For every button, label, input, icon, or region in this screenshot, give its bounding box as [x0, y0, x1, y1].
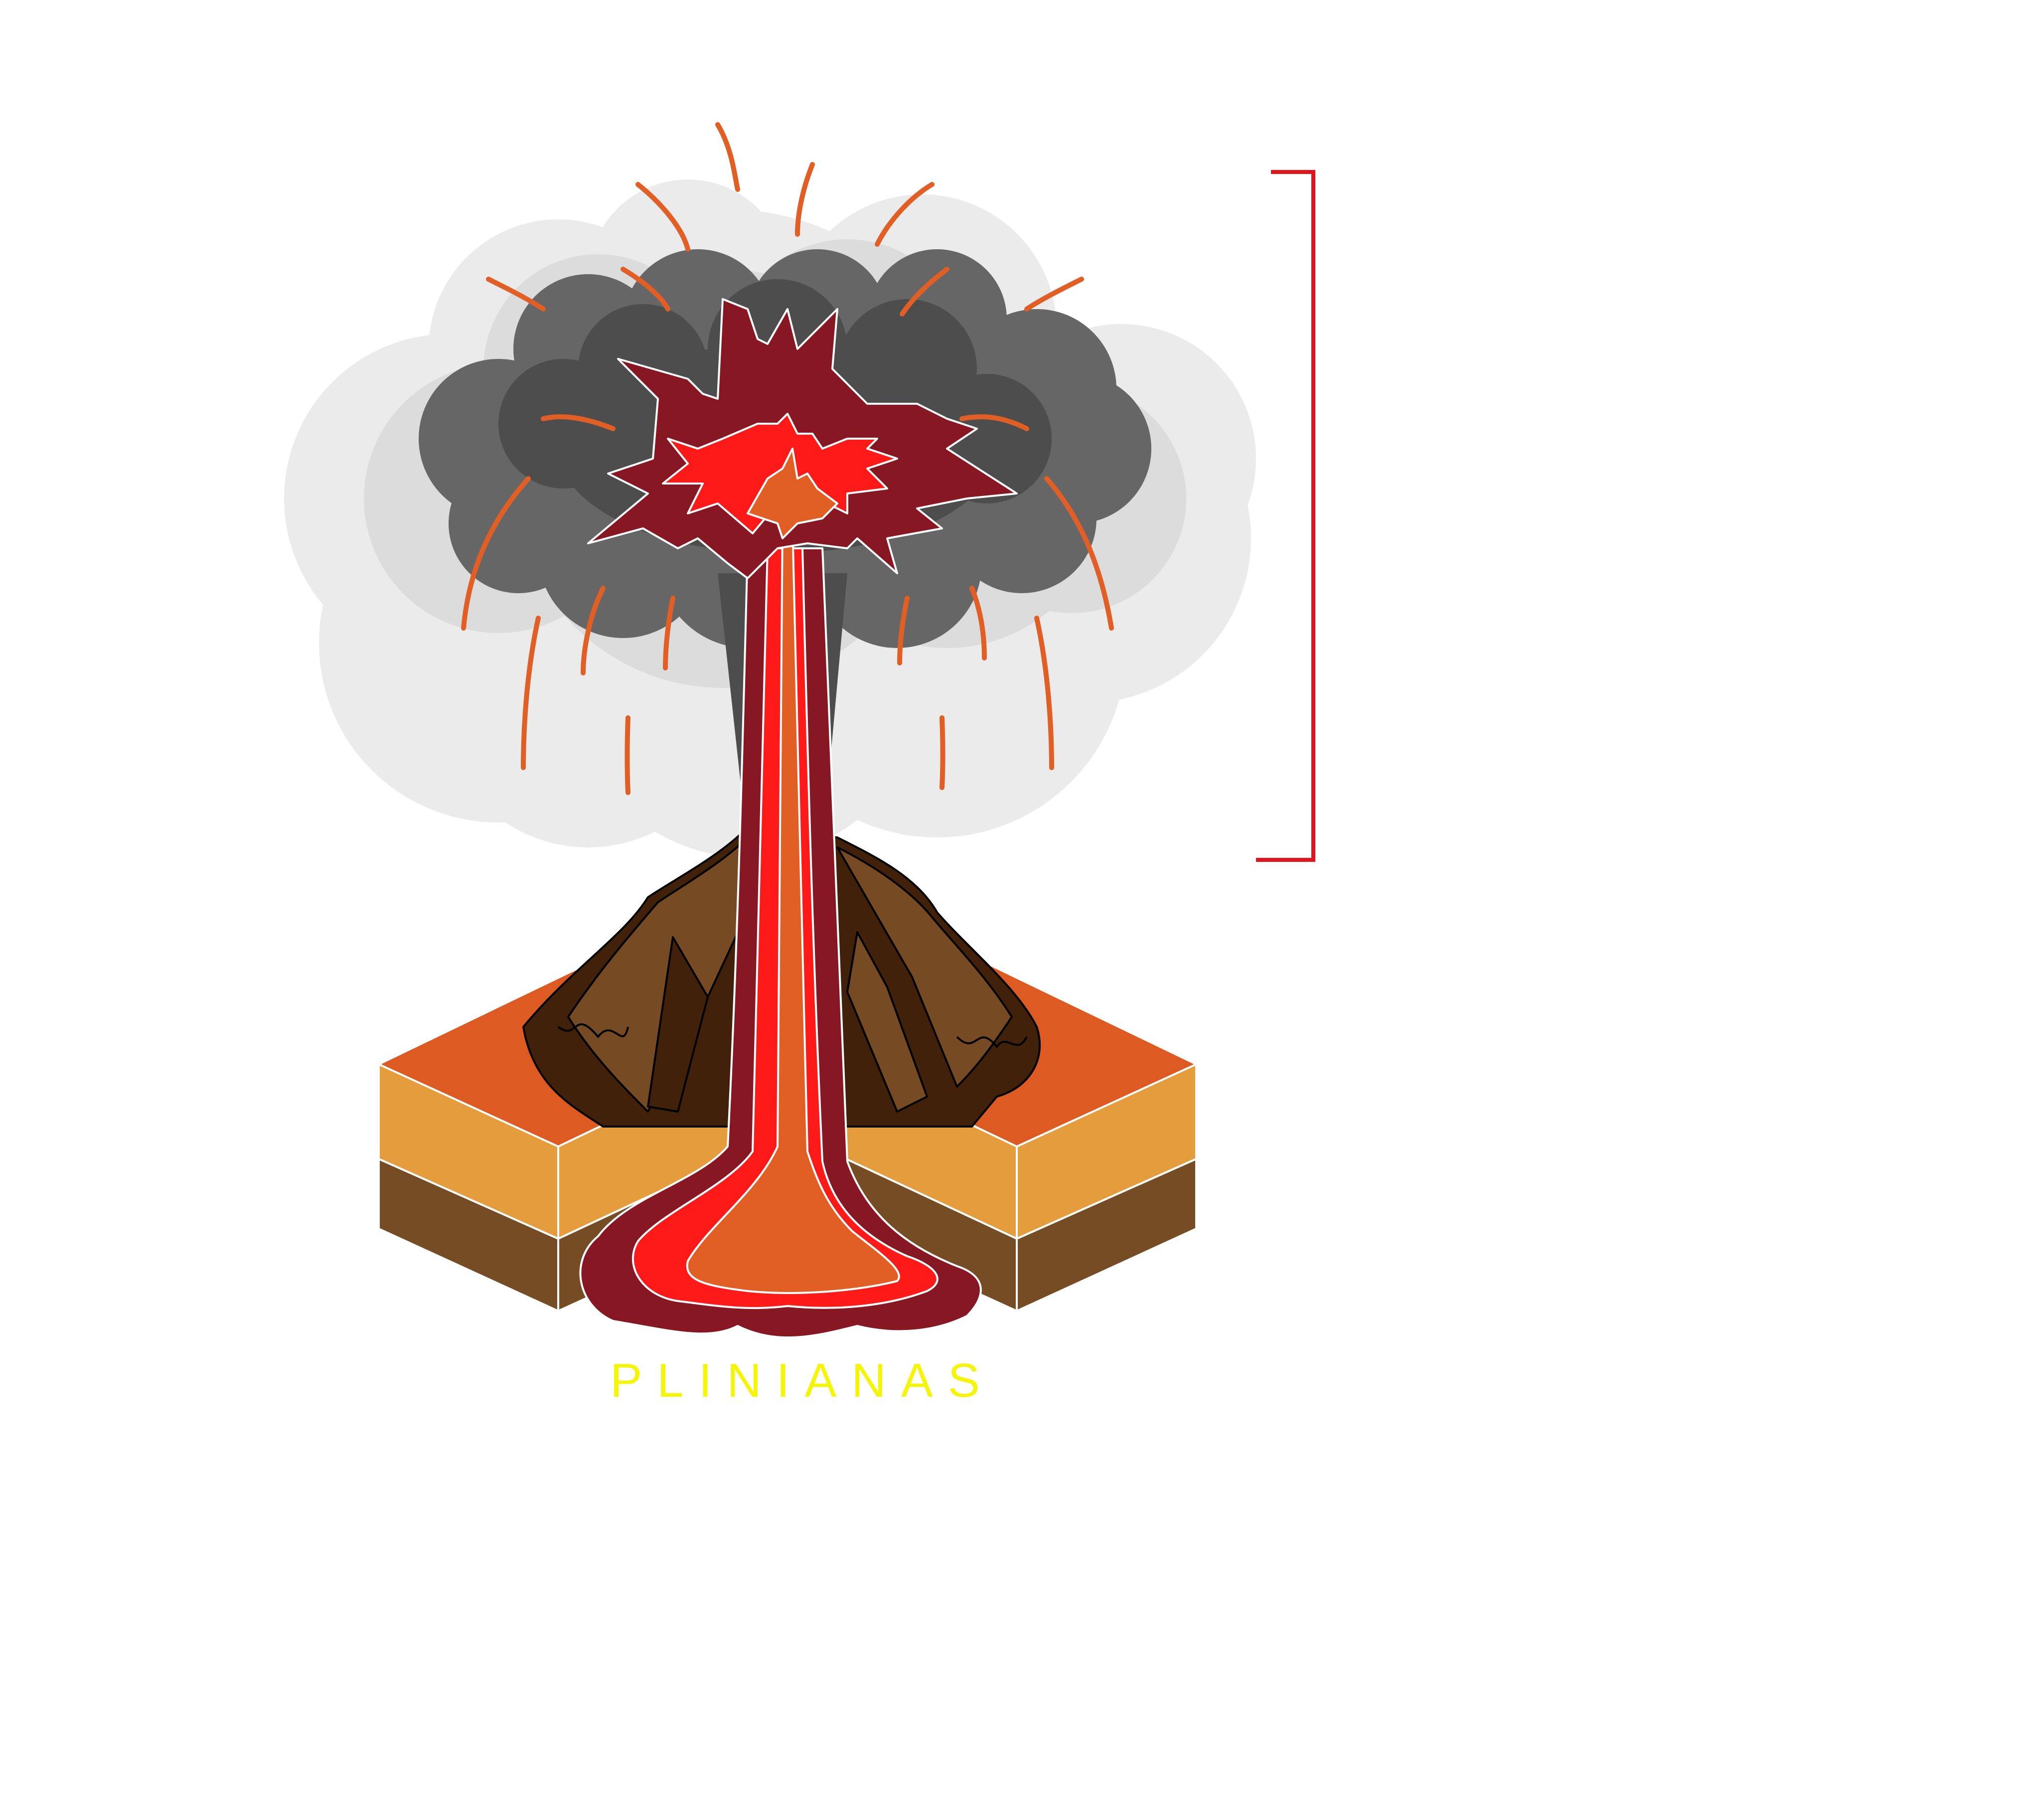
height-bracket-icon [1256, 170, 1315, 862]
eruption-type-label: PLINIANAS [610, 1354, 995, 1407]
ejecta-streaks [461, 122, 1114, 795]
lava-conduit [579, 522, 982, 1339]
eruption-burst [587, 298, 1018, 579]
